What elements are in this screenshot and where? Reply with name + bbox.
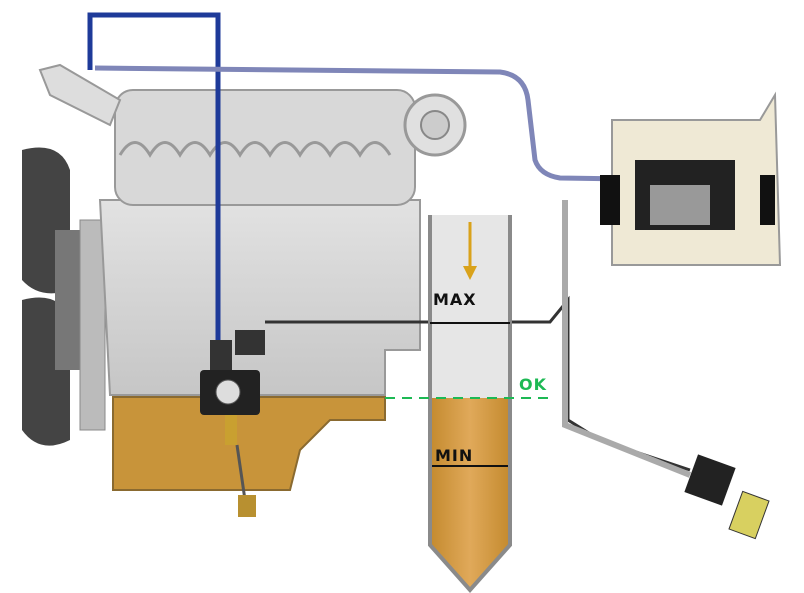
engine — [38, 63, 467, 491]
control-unit — [600, 91, 782, 266]
down-arrow-icon — [463, 222, 477, 280]
supply-pipe — [87, 12, 221, 340]
connector — [684, 454, 770, 540]
ok-label: OK — [519, 375, 547, 394]
min-label: MIN — [435, 446, 474, 465]
dipstick-tube — [428, 215, 512, 593]
fan — [22, 147, 106, 446]
return-line — [94, 65, 701, 183]
max-label: MAX — [433, 290, 477, 309]
oil-regulator — [200, 330, 265, 517]
